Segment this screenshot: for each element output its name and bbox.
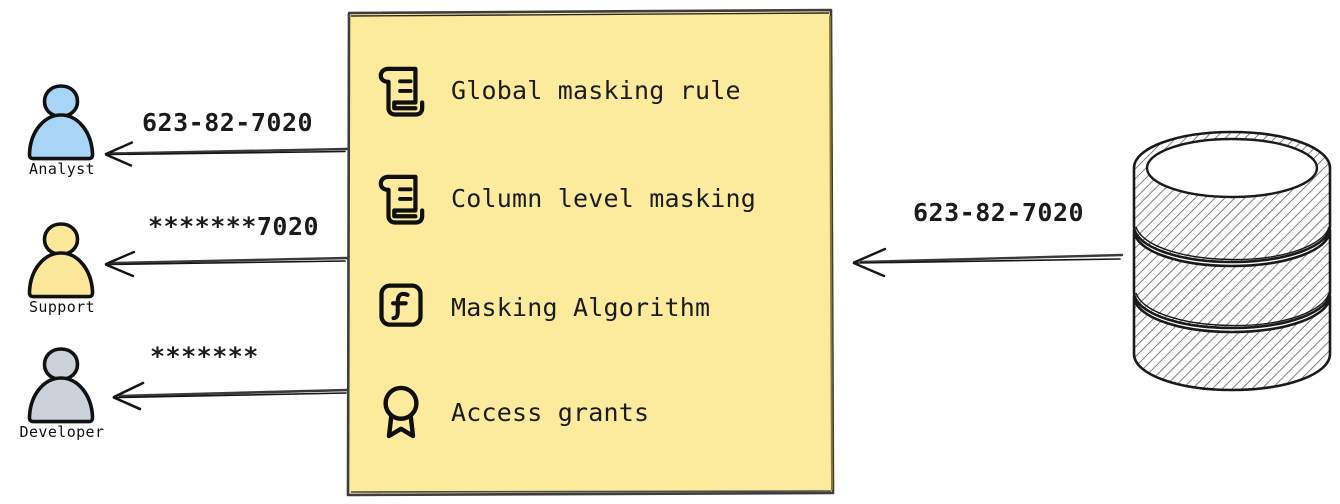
policy-item-access-grants[interactable]: Access grants — [375, 378, 815, 446]
person-icon — [24, 345, 98, 425]
person-icon — [24, 220, 98, 300]
flow-label-support: *******7020 — [148, 212, 320, 241]
policy-item-label: Masking Algorithm — [451, 292, 711, 322]
actor-label: Support — [28, 298, 95, 316]
actor-support[interactable]: Support — [8, 220, 116, 332]
actor-developer[interactable]: Developer — [8, 345, 116, 457]
policy-item-label: Global masking rule — [451, 75, 741, 105]
flow-label-database: 623-82-7020 — [913, 198, 1085, 227]
actor-label: Developer — [19, 423, 105, 441]
policy-item-label: Column level masking — [451, 183, 757, 213]
actor-label: Analyst — [28, 160, 95, 178]
award-ribbon-icon — [375, 384, 427, 440]
flow-label-developer: ******* — [150, 342, 259, 371]
policy-panel[interactable]: Global masking rule Column level masking — [345, 7, 835, 497]
scroll-icon — [375, 62, 427, 118]
arrow-left-icon-database — [852, 247, 1124, 278]
policy-panel-background — [346, 8, 835, 497]
actor-analyst[interactable]: Analyst — [8, 82, 116, 194]
scroll-icon — [375, 170, 427, 226]
policy-item-label: Access grants — [451, 397, 650, 427]
database-cylinder-icon[interactable] — [1128, 126, 1336, 396]
person-icon — [24, 82, 98, 162]
flow-label-analyst: 623-82-7020 — [142, 108, 314, 137]
arrow-left-icon-developer — [112, 381, 350, 411]
policy-item-global-masking-rule[interactable]: Global masking rule — [375, 56, 815, 124]
arrow-left-icon-analyst — [104, 141, 349, 167]
policy-item-masking-algorithm[interactable]: Masking Algorithm — [375, 273, 815, 341]
function-icon — [375, 279, 427, 335]
policy-item-column-level-masking[interactable]: Column level masking — [375, 164, 815, 232]
arrow-left-icon-support — [104, 250, 349, 278]
